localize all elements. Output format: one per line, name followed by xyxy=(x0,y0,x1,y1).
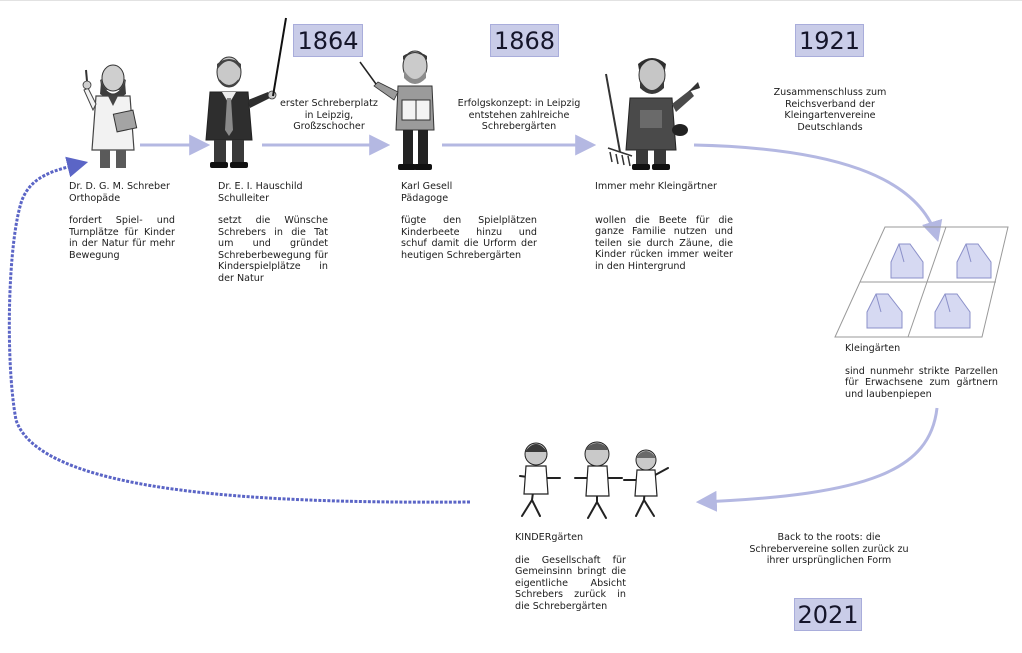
house-icon xyxy=(934,293,971,329)
hauschild-name: Dr. E. I. Hauschild xyxy=(218,181,303,192)
top-border xyxy=(0,0,1022,1)
kleingaertner-name: Immer mehr Kleingärtner xyxy=(595,181,717,192)
house-icon xyxy=(866,293,903,329)
return-arrow-to-schreber xyxy=(7,156,471,504)
event-1864-text: erster Schreberplatz in Leipzig, Großzsc… xyxy=(280,98,378,132)
kindergaerten-title: KINDERgärten xyxy=(515,532,584,543)
event-1868-text: Erfolgskonzept: in Leipzig entstehen zah… xyxy=(457,98,581,132)
arrow-to-kleingaerten xyxy=(693,143,943,243)
kleingaertner-description: wollen die Beete für die ganze Familie n… xyxy=(595,214,733,272)
children-figure xyxy=(519,441,669,519)
year-badge-1868: 1868 xyxy=(490,24,559,57)
hauschild-figure xyxy=(205,17,287,168)
event-2021-text: Back to the roots: die Schrebervereine s… xyxy=(749,532,909,566)
year-badge-2021: 2021 xyxy=(794,598,862,631)
year-badge-1864: 1864 xyxy=(293,24,363,57)
arrow-to-kindergaerten xyxy=(695,407,939,512)
gesell-name: Karl Gesell xyxy=(401,181,453,192)
schreber-info: Dr. D. G. M. Schreber Orthopäde fordert … xyxy=(69,181,175,261)
gesell-figure xyxy=(359,50,435,170)
kleingaerten-info: Kleingärten sind nunmehr strikte Parzell… xyxy=(845,343,998,400)
schreber-role: Orthopäde xyxy=(69,192,121,204)
hauschild-description: setzt die Wünsche Schrebers in die Tat u… xyxy=(218,215,328,284)
schreber-description: fordert Spiel- und Turnplätze für Kinder… xyxy=(69,215,175,261)
house-icon xyxy=(956,243,992,279)
hauschild-role: Schulleiter xyxy=(218,192,270,204)
event-1921-text: Zusammenschluss zum Reichsverband der Kl… xyxy=(773,87,887,133)
hauschild-info: Dr. E. I. Hauschild Schulleiter setzt di… xyxy=(218,181,328,284)
kleingaerten-title: Kleingärten xyxy=(845,343,901,354)
gesell-info: Karl Gesell Pädagoge fügte den Spielplät… xyxy=(401,181,537,261)
kleingaertner-info: Immer mehr Kleingärtner wollen die Beete… xyxy=(595,181,733,272)
kindergaerten-info: KINDERgärten die Gesellschaft für Gemein… xyxy=(515,532,626,612)
schreber-name: Dr. D. G. M. Schreber xyxy=(69,181,170,192)
gesell-role: Pädagoge xyxy=(401,192,449,204)
schreber-figure xyxy=(82,64,138,168)
gesell-description: fügte den Spielplätzen Kinderbeete hinzu… xyxy=(401,215,537,261)
kleingaerten-description: sind nunmehr strikte Parzellen für Erwac… xyxy=(845,365,998,400)
kleingaerten-parcels xyxy=(834,226,1009,338)
kindergaerten-description: die Gesellschaft für Gemeinsinn bringt d… xyxy=(515,554,626,612)
year-badge-1921: 1921 xyxy=(795,24,864,57)
kleingaertner-figure xyxy=(605,58,700,170)
house-icon xyxy=(890,243,924,279)
